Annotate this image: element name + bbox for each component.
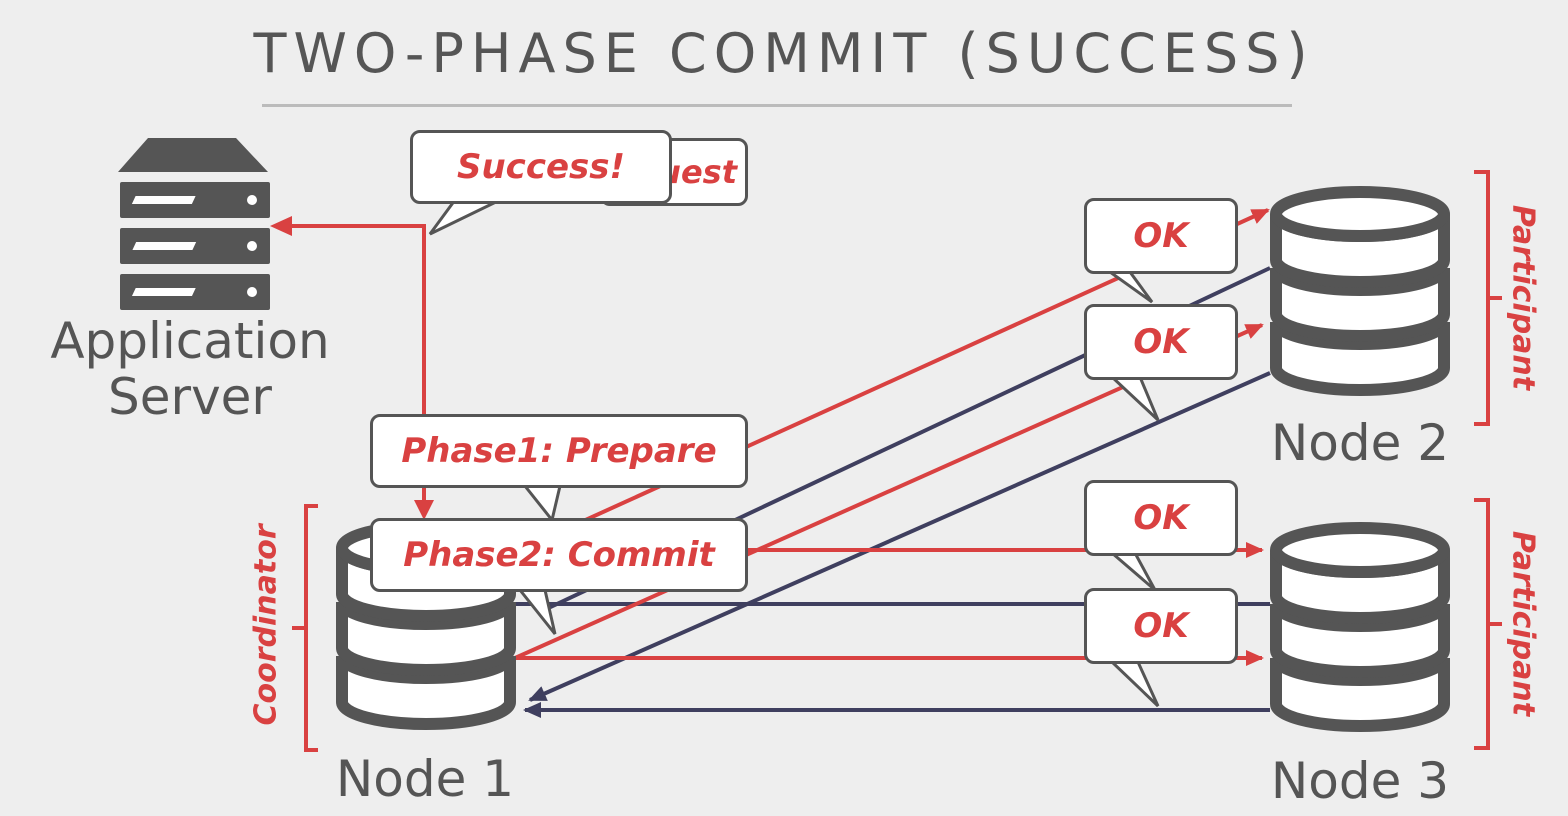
node1-label: Node 1 [335,750,515,808]
database-icon-node2 [1270,186,1450,396]
node2-commit-response [528,371,1271,702]
participant-label-node3: Participant [1505,530,1541,717]
node2-label: Node 2 [1270,414,1450,472]
ok-bubble-3-text: OK [1133,498,1189,538]
slide-title: TWO-PHASE COMMIT (SUCCESS) [253,22,1315,85]
ok-bubble-2-text: OK [1133,322,1189,362]
coordinator-bracket [292,504,318,752]
participant-label-node2: Participant [1505,204,1541,391]
ok-bubble-2: OK [1084,304,1238,380]
title-divider [262,104,1292,107]
ok4-bubble-tail [1108,660,1160,708]
ok-bubble-1: OK [1084,198,1238,274]
ok1-bubble-tail [1105,270,1154,304]
success-bubble: Success! [410,130,672,204]
node3-label: Node 3 [1270,752,1450,810]
success-bubble-text: Success! [456,147,626,187]
phase2-bubble-text: Phase2: Commit [403,535,715,575]
phase1-bubble-text: Phase1: Prepare [401,431,717,471]
ok-bubble-4-text: OK [1133,606,1189,646]
ok3-bubble-tail [1107,551,1157,592]
participant-bracket-node3 [1474,498,1502,750]
phase2-bubble-tail [516,588,557,635]
app-server-label-line2: Server [108,368,272,426]
ok-bubble-1-text: OK [1133,216,1189,256]
app-request-connector [290,224,426,505]
ok2-bubble-tail [1108,375,1160,422]
coordinator-label: Coordinator [248,524,284,726]
success-bubble-tail [428,198,501,236]
server-icon [118,138,270,310]
phase2-bubble: Phase2: Commit [370,518,748,592]
phase1-bubble: Phase1: Prepare [370,414,748,488]
ok-bubble-4: OK [1084,588,1238,664]
phase1-bubble-tail [521,484,562,524]
database-icon-node3 [1270,522,1450,732]
participant-bracket-node2 [1474,170,1502,426]
app-server-label-line1: Application [50,312,330,370]
ok-bubble-3: OK [1084,480,1238,556]
